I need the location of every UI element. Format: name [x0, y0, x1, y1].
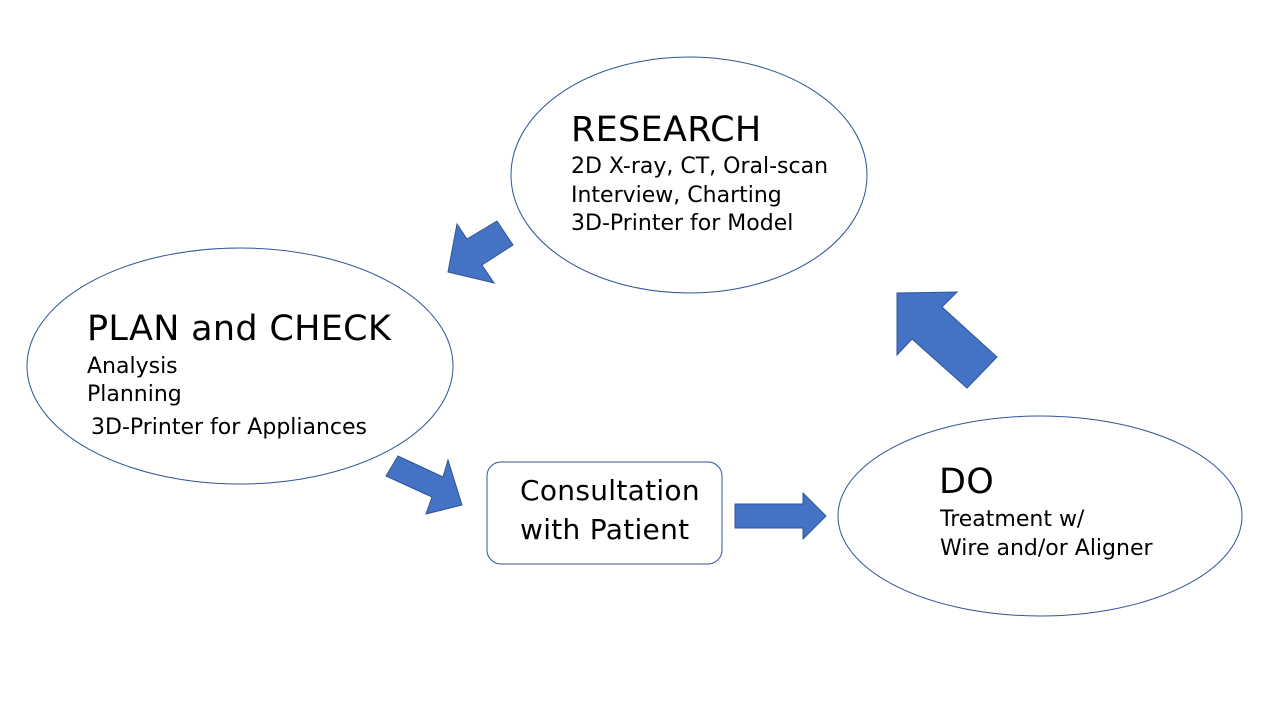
research-line-1: 2D X-ray, CT, Oral-scan [571, 154, 829, 179]
research-line-2: Interview, Charting [571, 183, 782, 208]
arrow-research-to-plan [447, 220, 514, 284]
arrow-do-to-research [896, 291, 998, 389]
arrow-plan-to-consultation [385, 455, 463, 515]
research-ellipse [510, 56, 868, 294]
do-ellipse [837, 415, 1243, 617]
plan-line-3: 3D-Printer for Appliances [91, 415, 368, 440]
do-line-2: Wire and/or Aligner [940, 536, 1153, 561]
consultation-line-1: Consultation [520, 474, 700, 507]
plan-check-ellipse [26, 247, 454, 485]
plan-check-title: PLAN and CHECK [87, 309, 392, 349]
consultation-box [486, 461, 723, 565]
arrow-consultation-to-do [734, 491, 827, 541]
research-line-3: 3D-Printer for Model [571, 211, 794, 236]
consultation-line-2: with Patient [520, 513, 690, 546]
do-title: DO [939, 462, 995, 502]
research-title: RESEARCH [571, 110, 762, 150]
do-line-1: Treatment w/ [940, 507, 1085, 532]
plan-line-1: Analysis [87, 354, 178, 379]
plan-line-2: Planning [87, 382, 182, 407]
